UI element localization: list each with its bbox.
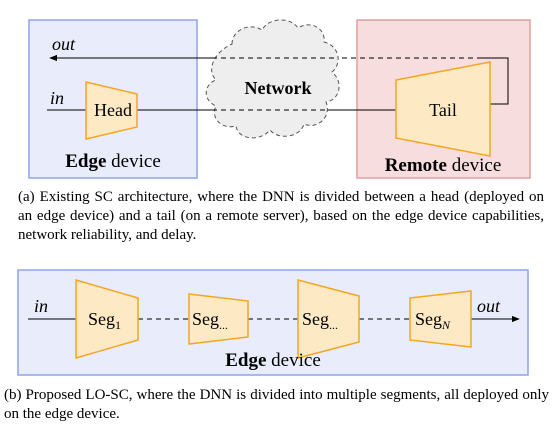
in-label-b: in — [34, 296, 48, 316]
segment-base: Seg — [88, 309, 115, 329]
figure-a: out in Head Tail Network Edge device Rem… — [28, 19, 531, 179]
head-block — [85, 81, 138, 140]
segment-label-1: Seg1 — [88, 309, 121, 332]
network-label: Network — [245, 78, 312, 98]
tail-label: Tail — [429, 100, 457, 120]
head-label: Head — [94, 100, 132, 120]
segment-sub: ... — [329, 318, 338, 332]
caption-a: (a) Existing SC architecture, where the … — [18, 189, 544, 243]
segment-base: Seg — [415, 309, 442, 329]
segment-base: Seg — [192, 309, 219, 329]
network-cloud — [205, 19, 340, 139]
edge-device-label-a: Edge device — [65, 151, 161, 172]
edge-bold-a: Edge — [65, 151, 106, 172]
out-connection-a — [482, 57, 509, 105]
segment-block — [75, 279, 139, 359]
segment-sub: ... — [219, 318, 228, 332]
remote-bold: Remote — [385, 155, 447, 176]
segment-block — [409, 290, 472, 348]
edge-bold-b: Edge — [225, 350, 266, 371]
figure-b: in out Seg1 Seg... Seg... SegN Edge devi… — [17, 269, 529, 376]
edge-rest-a: device — [106, 151, 160, 172]
edge-device-label-b: Edge device — [225, 350, 321, 371]
segment-label-3: Seg... — [302, 309, 338, 332]
out-label-a: out — [52, 34, 76, 54]
edge-rest-b: device — [266, 350, 320, 371]
tail-block — [395, 61, 491, 157]
remote-rest: device — [447, 155, 501, 176]
segment-sub: 1 — [115, 318, 121, 332]
segment-label-2: Seg... — [192, 309, 228, 332]
segment-block — [188, 293, 249, 345]
in-label-a: in — [50, 88, 64, 108]
caption-b: (b) Proposed LO-SC, where the DNN is div… — [4, 387, 549, 422]
segment-label-4: SegN — [415, 309, 451, 332]
segment-base: Seg — [302, 309, 329, 329]
segment-block — [297, 279, 360, 359]
segment-sub: N — [441, 318, 451, 332]
remote-device-label: Remote device — [385, 155, 502, 176]
out-label-b: out — [477, 296, 501, 316]
